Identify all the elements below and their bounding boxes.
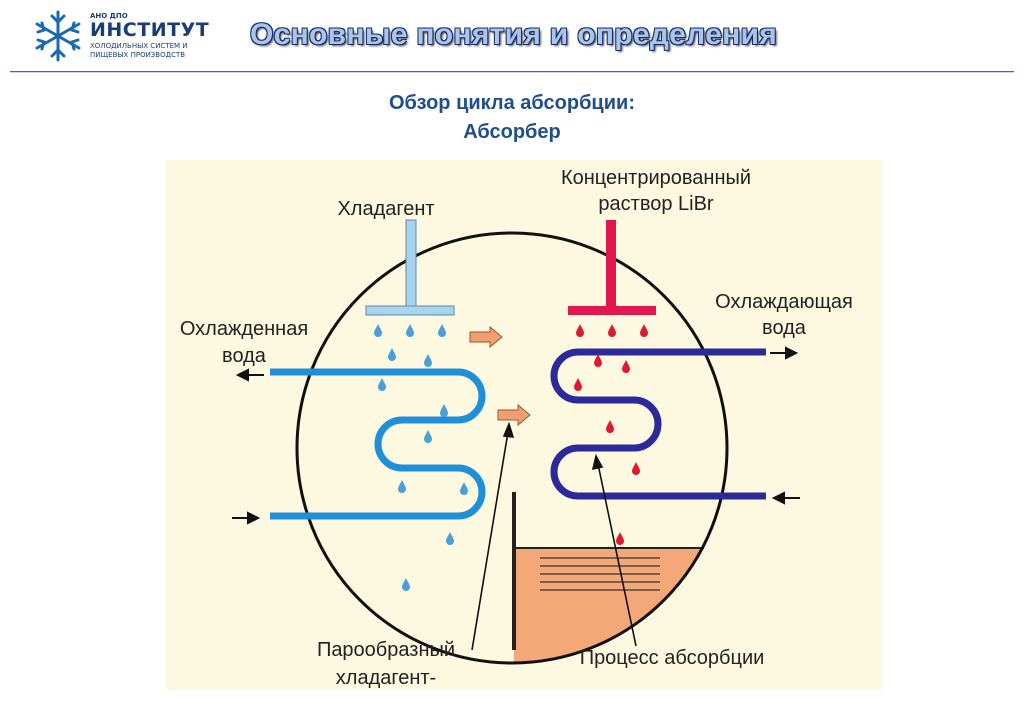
institute-logo: АНО ДПО ИНСТИТУТ ХОЛОДИЛЬНЫХ СИСТЕМ И ПИ… <box>30 8 230 64</box>
label-vapor-line1: Парообразный <box>317 639 455 661</box>
slide-subtitle-line2: Абсорбер <box>463 121 561 143</box>
logo-small-text: АНО ДПО <box>90 12 128 20</box>
diagram-labels: Хладагент Концентрированный раствор LiBr… <box>180 167 853 689</box>
solution-distributor <box>568 220 656 315</box>
logo-line2: ПИЩЕВЫХ ПРОИЗВОДСТВ <box>90 51 186 59</box>
absorber-vessel <box>295 231 729 665</box>
solution-droplets <box>574 324 648 545</box>
vapor-flow-arrows <box>469 325 531 427</box>
header-divider <box>10 71 1014 72</box>
slide-subtitle-line1: Обзор цикла абсорбции: <box>389 92 635 114</box>
header-divider-shadow <box>10 72 1014 73</box>
cooling-water-coil <box>550 348 766 500</box>
label-concentrated-line1: Концентрированный <box>561 167 751 189</box>
refrigerant-distributor <box>365 219 455 316</box>
page-title: Основные понятия и определения <box>250 18 778 51</box>
label-chilled-water-line2: вода <box>222 345 267 367</box>
leader-lines <box>471 421 637 651</box>
logo-line1: ХОЛОДИЛЬНЫХ СИСТЕМ И <box>90 42 188 50</box>
label-vapor-line2: хладагент- <box>336 667 436 689</box>
water-flow-arrows <box>232 346 800 525</box>
label-cooling-water-line1: Охлаждающая <box>715 291 853 313</box>
snowflake-icon <box>35 10 81 62</box>
logo-name: ИНСТИТУТ <box>90 19 210 41</box>
refrigerant-droplets <box>374 324 468 591</box>
pool-lines <box>540 557 660 591</box>
label-absorption-process: Процесс абсорбции <box>580 647 765 669</box>
chilled-water-coil <box>270 368 486 520</box>
label-refrigerant: Хладагент <box>337 198 434 220</box>
label-cooling-water-line2: вода <box>762 317 807 339</box>
label-concentrated-line2: раствор LiBr <box>598 193 714 215</box>
label-chilled-water-line1: Охлажденная <box>180 318 308 340</box>
